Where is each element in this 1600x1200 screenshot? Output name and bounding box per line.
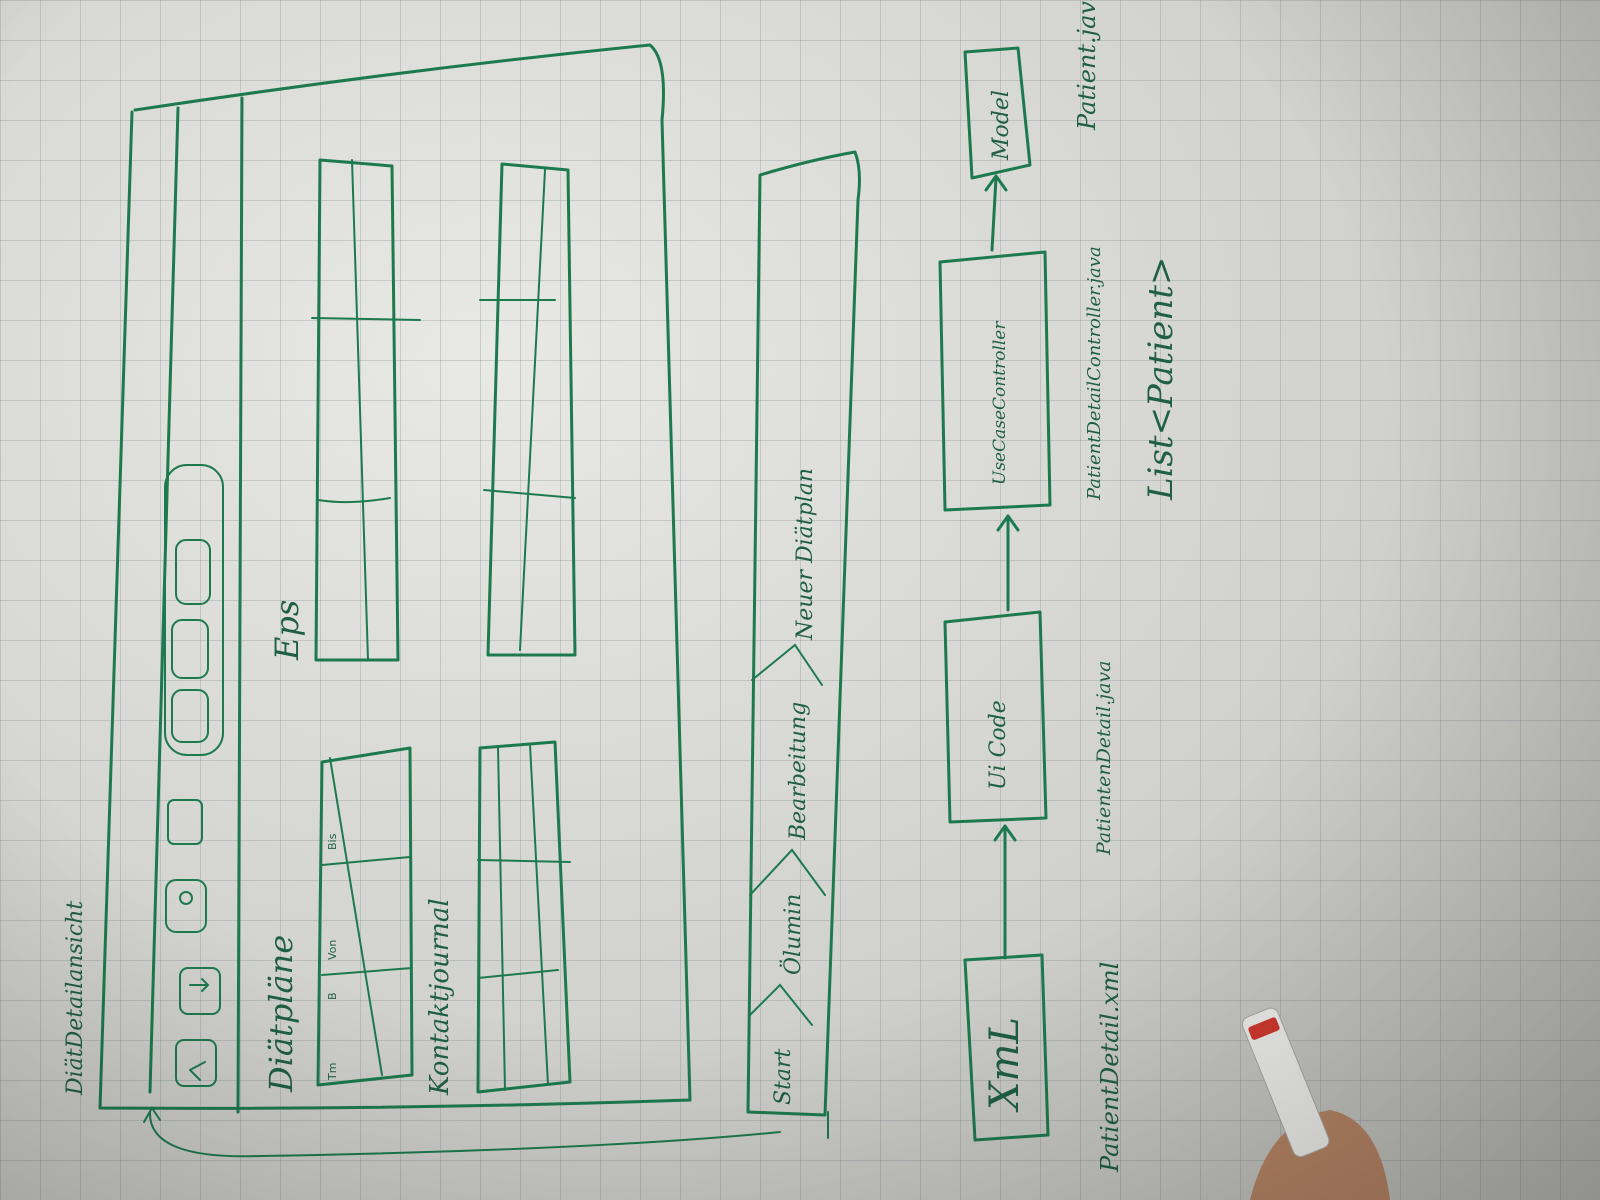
- wizard-step-bearbeitung[interactable]: Bearbeitung: [786, 702, 811, 841]
- marker-pen: [1241, 1007, 1390, 1200]
- wizard-chevron-1: [749, 983, 813, 1026]
- wizard-chevron-3: [751, 643, 823, 686]
- label-kontaktjournal: Kontaktjournal: [425, 898, 455, 1096]
- xml-label: XmL: [982, 1017, 1028, 1113]
- list-note: List<Patient>: [1141, 257, 1181, 501]
- toolbar-divider-right: [236, 96, 244, 1114]
- arrow-controller-to-model: [990, 176, 998, 252]
- eps-table-lines: [311, 159, 421, 661]
- controller-label: UseCaseController: [990, 321, 1010, 485]
- label-diaetplaene: Diätpläne: [262, 935, 300, 1093]
- right-list-top: [486, 162, 577, 657]
- model-box: [963, 46, 1032, 180]
- arrow-xml-to-ui-head: [993, 824, 1017, 842]
- ui-mockup: DiätDetailansicht Diätpläne Eps Kontaktj…: [63, 43, 781, 1158]
- segment-1[interactable]: [171, 689, 209, 743]
- wizard-chevron-2: [749, 848, 826, 896]
- diaetplaene-col-divider: [329, 757, 383, 1076]
- eps-table: [314, 158, 400, 662]
- wizard-step-start[interactable]: Start: [771, 1048, 796, 1105]
- segmented-control[interactable]: [164, 464, 224, 756]
- table-header-tm: Tm: [326, 1063, 339, 1081]
- arrow-ui-to-controller-head: [996, 514, 1020, 532]
- segment-3[interactable]: [175, 539, 211, 605]
- xml-box: [963, 953, 1050, 1142]
- controller-file-label: PatientDetailController.java: [1084, 246, 1105, 501]
- kontaktjournal-lines: [477, 744, 571, 1091]
- label-eps: Eps: [268, 600, 306, 661]
- forward-arrow-icon[interactable]: [179, 967, 221, 1015]
- ui-code-label: Ui Code: [986, 700, 1011, 790]
- model-file-label: Patient.java: [1073, 0, 1101, 131]
- back-arrow-glyph: [189, 1061, 206, 1081]
- model-label: Model: [989, 90, 1014, 161]
- forward-arrow-glyph: [189, 978, 210, 992]
- architecture-diagram: XmL Ui Code UseCaseController Model Pati…: [938, 0, 1181, 1173]
- marker-body: [1241, 1007, 1330, 1158]
- ui-file-label: PatientenDetail.java: [1093, 661, 1115, 856]
- arrow-controller-to-model-head: [984, 174, 1008, 192]
- mockup-frame-title: DiätDetailansicht: [63, 901, 88, 1096]
- diaetplaene-row-dividers: [321, 856, 413, 976]
- marker-cap-band: [1248, 1017, 1280, 1040]
- document-icon[interactable]: [167, 799, 203, 845]
- table-header-bis: Bis: [326, 833, 339, 850]
- wizard-strip: Start Ölumin Bearbeitung Neuer Diätplan: [746, 150, 861, 1139]
- table-header-von: Von: [326, 940, 339, 960]
- user-glyph-head: [179, 891, 193, 905]
- controller-box: [938, 250, 1052, 512]
- right-list-top-lines: [479, 169, 576, 651]
- back-arrow-icon[interactable]: [175, 1039, 217, 1087]
- ui-code-box: [943, 610, 1048, 824]
- kontaktjournal-table: [476, 740, 572, 1094]
- return-arrow-head: [143, 1106, 161, 1123]
- return-arrow-curve: [148, 1111, 781, 1158]
- wizard-step-neuer-diaetplan[interactable]: Neuer Diätplan: [793, 468, 818, 641]
- mockup-window-frame: [98, 43, 692, 1110]
- wizard-step-oelumin[interactable]: Ölumin: [779, 894, 806, 975]
- user-icon[interactable]: [165, 879, 207, 933]
- segment-2[interactable]: [171, 619, 209, 679]
- diaetplaene-table: [316, 746, 414, 1087]
- table-header-b: B: [326, 992, 339, 1000]
- wizard-frame: [746, 150, 861, 1117]
- xml-file-label: PatientDetail.xml: [1096, 962, 1124, 1173]
